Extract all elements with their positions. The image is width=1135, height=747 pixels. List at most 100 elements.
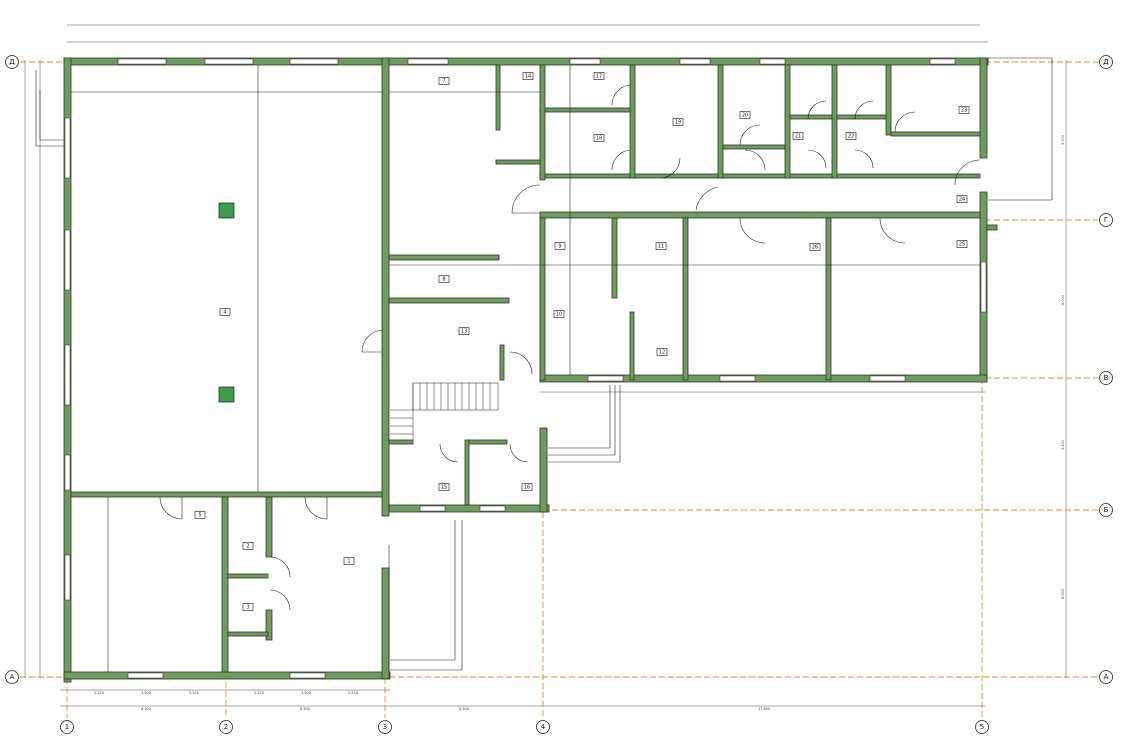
column — [218, 202, 235, 219]
svg-text:11: 11 — [658, 243, 664, 249]
svg-text:3: 3 — [383, 723, 387, 731]
room-tag-5: 5 — [194, 511, 206, 519]
svg-text:26: 26 — [812, 244, 818, 250]
svg-text:20: 20 — [742, 112, 748, 118]
svg-text:Д: Д — [1103, 58, 1109, 66]
room-tag-9: 9 — [554, 242, 566, 250]
room-tag-19: 19 — [672, 118, 684, 126]
axis-marker-d-right: Д — [1099, 55, 1113, 69]
svg-text:Г: Г — [1104, 216, 1108, 224]
dimension-text: 1.500 — [301, 691, 311, 695]
axis-marker-a-left: А — [5, 670, 19, 684]
room-tag-18: 18 — [593, 134, 605, 142]
svg-text:Д: Д — [9, 58, 15, 66]
interior-lines — [35, 57, 1053, 672]
svg-text:3: 3 — [246, 604, 249, 610]
svg-text:16: 16 — [524, 484, 530, 490]
room-tag-24: 24 — [956, 195, 968, 203]
axis-marker-b: Б — [1099, 503, 1113, 517]
svg-text:14: 14 — [525, 73, 531, 79]
svg-text:1: 1 — [347, 558, 350, 564]
svg-text:22: 22 — [848, 133, 854, 139]
dimension-text: 6.300 — [459, 707, 469, 711]
room-tag-12: 12 — [656, 348, 668, 356]
svg-text:5: 5 — [198, 512, 201, 518]
svg-text:8: 8 — [442, 276, 445, 282]
svg-text:5: 5 — [980, 723, 984, 731]
dimension-text: 2.225 — [94, 691, 104, 695]
svg-text:1: 1 — [65, 723, 69, 731]
axis-marker-g: Г — [1099, 213, 1113, 227]
dimension-text: 3.400 — [1061, 440, 1065, 450]
svg-text:24: 24 — [959, 196, 965, 202]
room-tag-20: 20 — [739, 111, 751, 119]
svg-text:4: 4 — [541, 723, 546, 731]
dimension-lines — [24, 24, 1067, 707]
room-tag-25: 25 — [956, 240, 968, 248]
column — [218, 386, 235, 403]
dimension-text: 17.600 — [758, 707, 770, 711]
hall-columns — [218, 202, 235, 403]
room-tag-4: 4 — [219, 308, 231, 316]
room-tag-26: 26 — [809, 243, 821, 251]
svg-text:9: 9 — [558, 243, 561, 249]
svg-text:7: 7 — [442, 78, 445, 84]
room-tag-8: 8 — [438, 275, 450, 283]
room-tag-23: 23 — [958, 106, 970, 114]
grid-axes: 1 2 3 4 5 Д Д Г — [5, 55, 1113, 734]
room-tag-3: 3 — [242, 603, 254, 611]
room-tag-14: 14 — [522, 72, 534, 80]
dimension-text: 6.300 — [300, 707, 310, 711]
room-tag-10: 10 — [553, 310, 565, 318]
walls — [63, 57, 998, 683]
room-tag-2: 2 — [242, 542, 254, 550]
room-tag-7: 7 — [438, 77, 450, 85]
svg-text:Б: Б — [1104, 506, 1109, 514]
dimension-text: 1.500 — [141, 691, 151, 695]
axis-marker-4: 4 — [536, 720, 550, 734]
room-tag-16: 16 — [521, 483, 533, 491]
windows — [64, 58, 987, 679]
svg-text:4: 4 — [223, 309, 226, 315]
dimension-text: 6.000 — [1061, 589, 1065, 599]
svg-text:2: 2 — [224, 723, 228, 731]
doors — [159, 84, 981, 611]
svg-text:19: 19 — [675, 119, 681, 125]
room-tag-21: 21 — [792, 132, 804, 140]
dimension-text: 6.000 — [1061, 295, 1065, 305]
room-tag-13: 13 — [458, 327, 470, 335]
room-tag-11: 11 — [655, 242, 667, 250]
room-tag-17: 17 — [593, 72, 605, 80]
axis-marker-2: 2 — [219, 720, 233, 734]
svg-text:12: 12 — [659, 349, 665, 355]
svg-text:15: 15 — [441, 484, 447, 490]
axis-marker-1: 1 — [60, 720, 74, 734]
svg-text:21: 21 — [795, 133, 801, 139]
room-tag-15: 15 — [438, 483, 450, 491]
dimension-text: 6.300 — [141, 707, 151, 711]
svg-text:13: 13 — [461, 328, 467, 334]
axis-marker-5: 5 — [975, 720, 989, 734]
axis-marker-v: В — [1099, 371, 1113, 385]
axis-marker-d-left: Д — [5, 55, 19, 69]
svg-text:10: 10 — [556, 311, 562, 317]
room-tag-22: 22 — [845, 132, 857, 140]
svg-text:25: 25 — [959, 241, 965, 247]
room-tag-1: 1 — [343, 557, 355, 565]
svg-text:2: 2 — [246, 543, 249, 549]
axis-marker-a-right: А — [1099, 670, 1113, 684]
dimension-text: 9.100 — [1061, 135, 1065, 145]
dimension-text: 2.250 — [189, 691, 199, 695]
svg-text:18: 18 — [596, 135, 602, 141]
svg-text:В: В — [1104, 374, 1109, 382]
staircase — [390, 382, 499, 440]
svg-text:А: А — [10, 673, 15, 681]
axis-marker-3: 3 — [378, 720, 392, 734]
svg-text:А: А — [1104, 673, 1109, 681]
dimension-text: 2.235 — [348, 691, 358, 695]
svg-text:23: 23 — [961, 107, 967, 113]
svg-text:17: 17 — [596, 73, 602, 79]
